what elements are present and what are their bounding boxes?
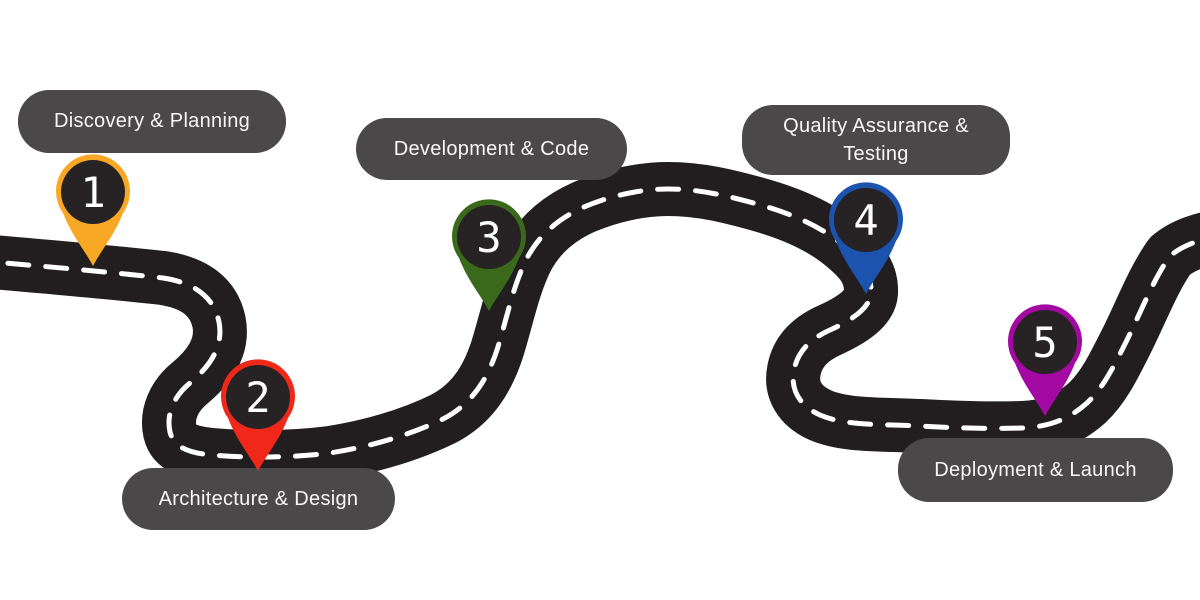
pin-3-number: 3 (476, 213, 501, 262)
pin-1-circle (61, 160, 125, 224)
step-label-quality-assurance-testing: Quality Assurance & Testing (742, 105, 1010, 175)
step-label-discovery-planning: Discovery & Planning (18, 90, 286, 153)
pin-5-number: 5 (1032, 318, 1057, 367)
pin-2-number: 2 (245, 373, 270, 422)
step-label-architecture-design: Architecture & Design (122, 468, 395, 530)
step-label-development-code: Development & Code (356, 118, 627, 180)
pin-5-circle (1013, 310, 1077, 374)
pin-2: 2 (221, 359, 295, 471)
pin-4-circle (834, 188, 898, 252)
pin-4: 4 (829, 182, 903, 294)
step-label-text: Architecture & Design (158, 487, 359, 510)
pin-5: 5 (1008, 304, 1082, 416)
pin-4-number: 4 (853, 196, 878, 245)
pin-1-number: 1 (80, 168, 105, 217)
step-label-text: Discovery & Planning (53, 110, 251, 133)
road-center-dashes (0, 186, 1200, 460)
step-label-text: Development & Code (393, 137, 590, 160)
road (0, 162, 1200, 485)
step-label-text: Deployment & Launch (934, 458, 1137, 481)
step-label-deployment-launch: Deployment & Launch (898, 438, 1173, 502)
pin-1: 1 (56, 154, 131, 266)
pin-2-circle (226, 365, 290, 429)
pin-3: 3 (452, 199, 526, 311)
pin-3-circle (457, 205, 521, 269)
step-label-text: Quality Assurance & Testing (783, 114, 969, 165)
